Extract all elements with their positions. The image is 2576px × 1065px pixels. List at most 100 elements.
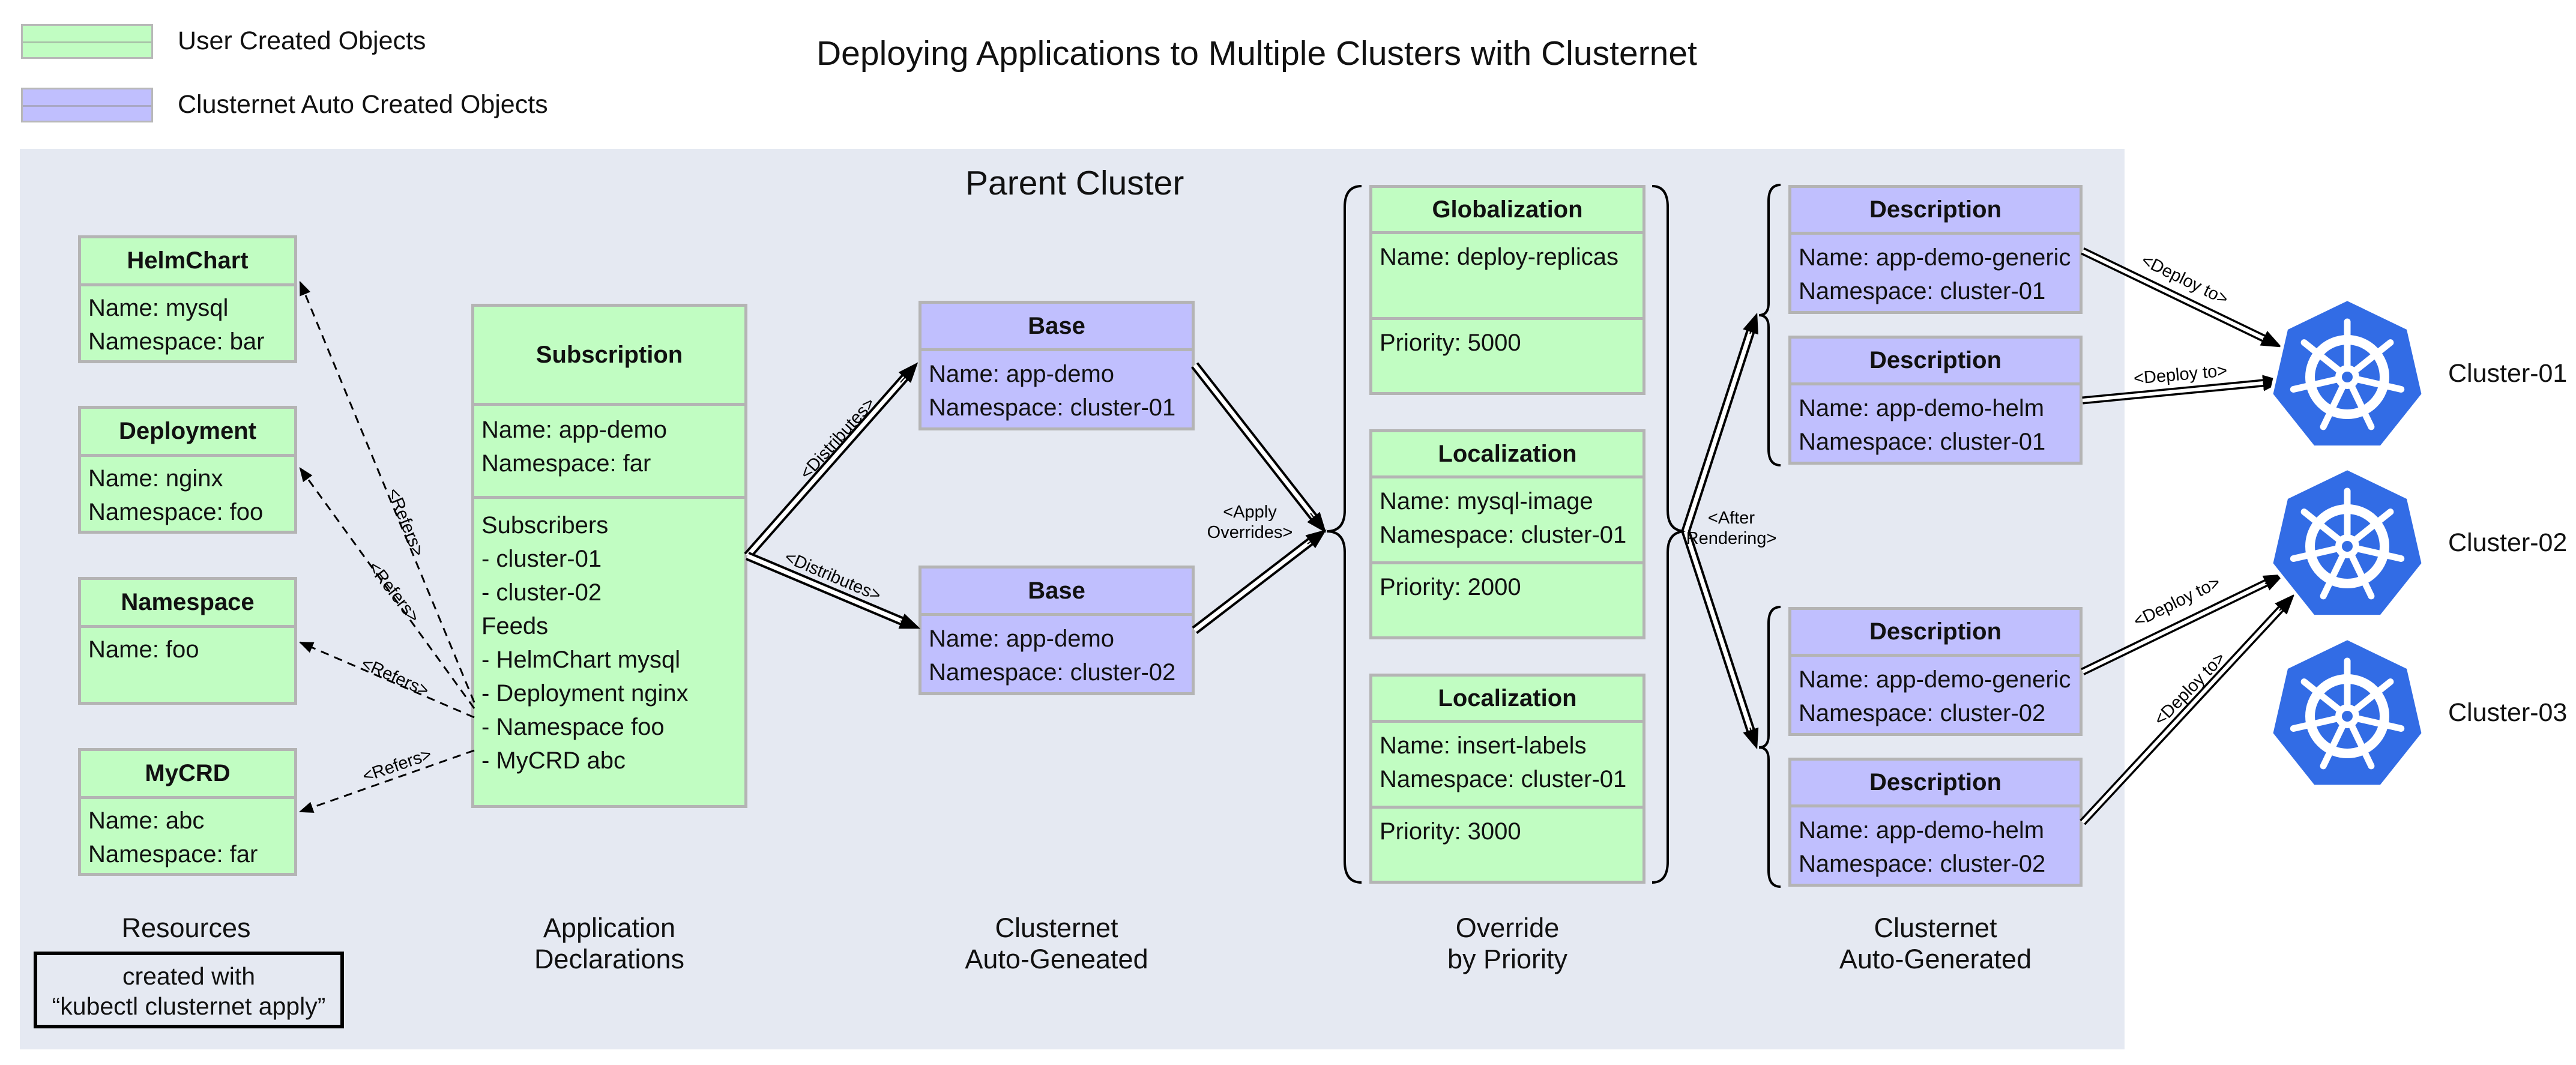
description-kind: Description <box>1869 618 2002 645</box>
override-kind: Localization <box>1438 440 1577 467</box>
caption-line: Auto-Geneated <box>965 944 1148 974</box>
description-brace-bottom <box>1758 606 1781 888</box>
base-kind: Base <box>1028 312 1085 339</box>
cluster-label-03: Cluster-03 <box>2448 698 2568 727</box>
subscription-line: - cluster-01 <box>481 546 602 572</box>
description-line: Namespace: cluster-02 <box>1799 700 2046 726</box>
refers-label: <Refers> <box>364 558 423 627</box>
override-line: Name: deploy-replicas <box>1380 244 1618 270</box>
resource-deployment: Deployment Name: nginx Namespace: foo <box>78 406 297 534</box>
legend-auto-swatch <box>21 88 153 122</box>
subscription-line: - Deployment nginx <box>481 680 689 707</box>
description-kind: Description <box>1869 347 2002 373</box>
cluster-label-02: Cluster-02 <box>2448 528 2568 557</box>
base-kind: Base <box>1028 577 1085 604</box>
resource-mycrd: MyCRD Name: abc Namespace: far <box>78 748 297 876</box>
subscription-line: Subscribers <box>481 512 609 539</box>
diagram-title: Deploying Applications to Multiple Clust… <box>816 34 1697 73</box>
override-line: Name: mysql-image <box>1380 488 1593 514</box>
deploy-to-label: <Deploy to> <box>2150 648 2230 729</box>
kubectl-note-line: created with <box>122 962 256 990</box>
refers-arrow <box>299 467 475 709</box>
resource-kind: HelmChart <box>127 247 249 274</box>
description-helm-01: Description Name: app-demo-helm Namespac… <box>1788 336 2083 465</box>
distributes-arrow-1 <box>744 362 918 559</box>
resource-kind: Deployment <box>119 418 256 444</box>
description-line: Name: app-demo-helm <box>1799 395 2045 421</box>
override-line: Namespace: cluster-01 <box>1380 766 1627 792</box>
subscription-line: - Namespace foo <box>481 714 665 740</box>
description-line: Name: app-demo-generic <box>1799 244 2071 271</box>
caption-line: Declarations <box>534 944 685 974</box>
base-line: Name: app-demo <box>929 361 1115 387</box>
legend-user-label: User Created Objects <box>178 26 426 55</box>
override-priority: Priority: 2000 <box>1380 574 1521 600</box>
deploy-arrow-4 <box>2080 594 2295 825</box>
resource-namespace: Namespace Name: foo <box>78 577 297 705</box>
apply-overrides-label: Overrides> <box>1207 523 1293 542</box>
override-priority: Priority: 3000 <box>1380 818 1521 845</box>
subscription-box: Subscription Name: app-demo Namespace: f… <box>471 304 747 808</box>
legend-auto-label: Clusternet Auto Created Objects <box>178 90 548 119</box>
refers-label: <Refers> <box>384 486 428 560</box>
description-kind: Description <box>1869 196 2002 223</box>
caption-app-declarations: Application Declarations <box>489 913 729 975</box>
after-rendering-arrow-2 <box>1681 529 1759 750</box>
distributes-arrow-2 <box>746 552 921 629</box>
subscription-kind: Subscription <box>535 341 683 368</box>
after-rendering-arrow-1 <box>1681 312 1758 533</box>
refers-label: <Refers> <box>360 745 434 786</box>
after-rendering-label: <After <box>1708 508 1755 528</box>
description-helm-02: Description Name: app-demo-helm Namespac… <box>1788 758 2083 887</box>
description-line: Namespace: cluster-02 <box>1799 851 2046 877</box>
resource-line: Name: foo <box>88 636 199 663</box>
refers-arrow <box>298 749 475 813</box>
right-brace <box>1651 185 1686 884</box>
subscription-line: - MyCRD abc <box>481 747 626 774</box>
cluster-label-01: Cluster-01 <box>2448 359 2568 388</box>
resource-line: Namespace: far <box>88 841 258 867</box>
caption-line: Resources <box>121 913 251 943</box>
refers-arrow <box>298 641 475 719</box>
description-generic-01: Description Name: app-demo-generic Names… <box>1788 185 2083 314</box>
kubernetes-icon <box>2269 297 2425 450</box>
description-line: Namespace: cluster-01 <box>1799 278 2046 304</box>
parent-cluster-title: Parent Cluster <box>965 164 1184 202</box>
caption-auto-generated: Clusternet Auto-Generated <box>1815 913 2056 975</box>
resource-line: Namespace: bar <box>88 328 265 355</box>
apply-overrides-arrow-2 <box>1192 529 1327 634</box>
after-rendering-label: Rendering> <box>1686 529 1777 548</box>
distributes-label: <Distributes> <box>796 394 879 483</box>
subscription-line: - cluster-02 <box>481 579 602 606</box>
resource-kind: MyCRD <box>145 760 231 786</box>
apply-overrides-label: <Apply <box>1223 502 1277 522</box>
description-kind: Description <box>1869 769 2002 795</box>
resource-line: Name: nginx <box>88 465 223 492</box>
refers-arrow <box>299 280 475 703</box>
description-line: Name: app-demo-helm <box>1799 817 2045 843</box>
caption-line: Clusternet <box>995 913 1118 943</box>
deploy-arrow-1 <box>2081 247 2282 348</box>
legend-user-swatch <box>21 24 153 59</box>
base-line: Namespace: cluster-01 <box>929 394 1176 421</box>
caption-auto-geneated: Clusternet Auto-Geneated <box>937 913 1177 975</box>
description-brace-top <box>1758 184 1781 466</box>
subscription-meta: Namespace: far <box>481 450 651 477</box>
base-line: Name: app-demo <box>929 626 1115 652</box>
override-kind: Globalization <box>1432 196 1583 223</box>
override-localization-labels: Localization Name: insert-labels Namespa… <box>1369 674 1645 884</box>
override-priority: Priority: 5000 <box>1380 330 1521 356</box>
kubernetes-icon <box>2269 636 2425 789</box>
base-cluster-02: Base Name: app-demo Namespace: cluster-0… <box>918 566 1195 695</box>
subscription-line: Feeds <box>481 613 549 639</box>
resource-line: Name: mysql <box>88 295 229 321</box>
left-brace <box>1326 185 1362 884</box>
caption-line: Auto-Generated <box>1839 944 2032 974</box>
kubectl-note: created with “kubectl clusternet apply” <box>34 952 344 1028</box>
override-localization-mysql: Localization Name: mysql-image Namespace… <box>1369 429 1645 639</box>
caption-override: Override by Priority <box>1387 913 1627 975</box>
resource-line: Name: abc <box>88 807 205 834</box>
subscription-meta: Name: app-demo <box>481 417 668 443</box>
description-line: Name: app-demo-generic <box>1799 666 2071 693</box>
